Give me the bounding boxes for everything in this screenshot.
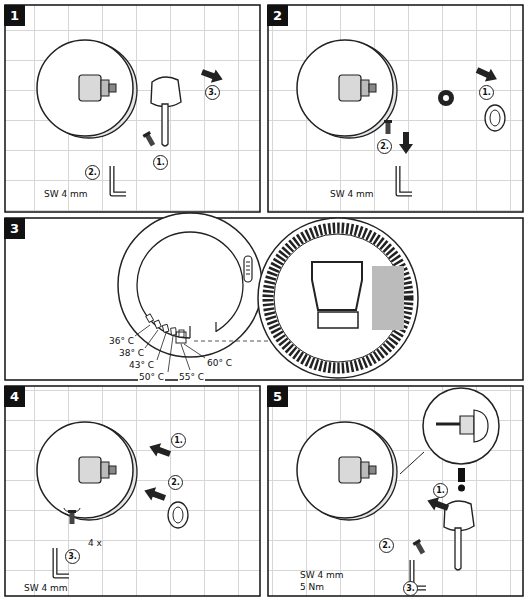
callout-number: 3. — [208, 88, 217, 97]
dimension-label: SW 4 mm — [330, 190, 374, 199]
callout-circle: 3. — [403, 581, 418, 596]
callout-circle: 1. — [433, 483, 448, 498]
step-number-box: 3 — [4, 218, 25, 239]
callout-number: 1. — [156, 158, 165, 167]
dimension-label: SW 4 mm — [300, 571, 344, 580]
step-number-box: 4 — [4, 386, 25, 407]
temperature-label: 36° C — [108, 337, 135, 346]
step-number-box: 2 — [267, 5, 288, 26]
callout-number: 2. — [380, 142, 389, 151]
callout-circle: 1. — [171, 433, 186, 448]
step-number: 5 — [273, 389, 282, 404]
callout-circle: 2. — [168, 475, 183, 490]
torque-label: 5 Nm — [300, 583, 324, 592]
temperature-label: 38° C — [118, 349, 145, 358]
callout-number: 1. — [174, 436, 183, 445]
callout-circle: 2. — [377, 139, 392, 154]
temperature-label: 60° C — [206, 359, 233, 368]
quantity-label: 4 x — [88, 539, 102, 548]
dimension-label: SW 4 mm — [24, 584, 68, 593]
callout-number: 2. — [88, 168, 97, 177]
callout-circle: 1. — [479, 85, 494, 100]
step-number-box: 1 — [4, 5, 25, 26]
callout-number: 1. — [482, 88, 491, 97]
callout-circle: 1. — [153, 155, 168, 170]
callout-number: 3. — [68, 552, 77, 561]
callout-circle: 3. — [65, 549, 80, 564]
callout-number: 2. — [171, 478, 180, 487]
step-number: 1 — [10, 8, 19, 23]
dimension-label: SW 4 mm — [44, 190, 88, 199]
callout-circle: 3. — [205, 85, 220, 100]
step-number: 3 — [10, 221, 19, 236]
temperature-label: 50° C — [138, 373, 165, 382]
callout-circle: 2. — [85, 165, 100, 180]
step-number-box: 5 — [267, 386, 288, 407]
callout-number: 3. — [406, 584, 415, 593]
callout-number: 2. — [382, 541, 391, 550]
temperature-label: 55° C — [178, 373, 205, 382]
callout-circle: 2. — [379, 538, 394, 553]
temperature-label: 43° C — [128, 361, 155, 370]
step-number: 4 — [10, 389, 19, 404]
step-number: 2 — [273, 8, 282, 23]
callout-number: 1. — [436, 486, 445, 495]
